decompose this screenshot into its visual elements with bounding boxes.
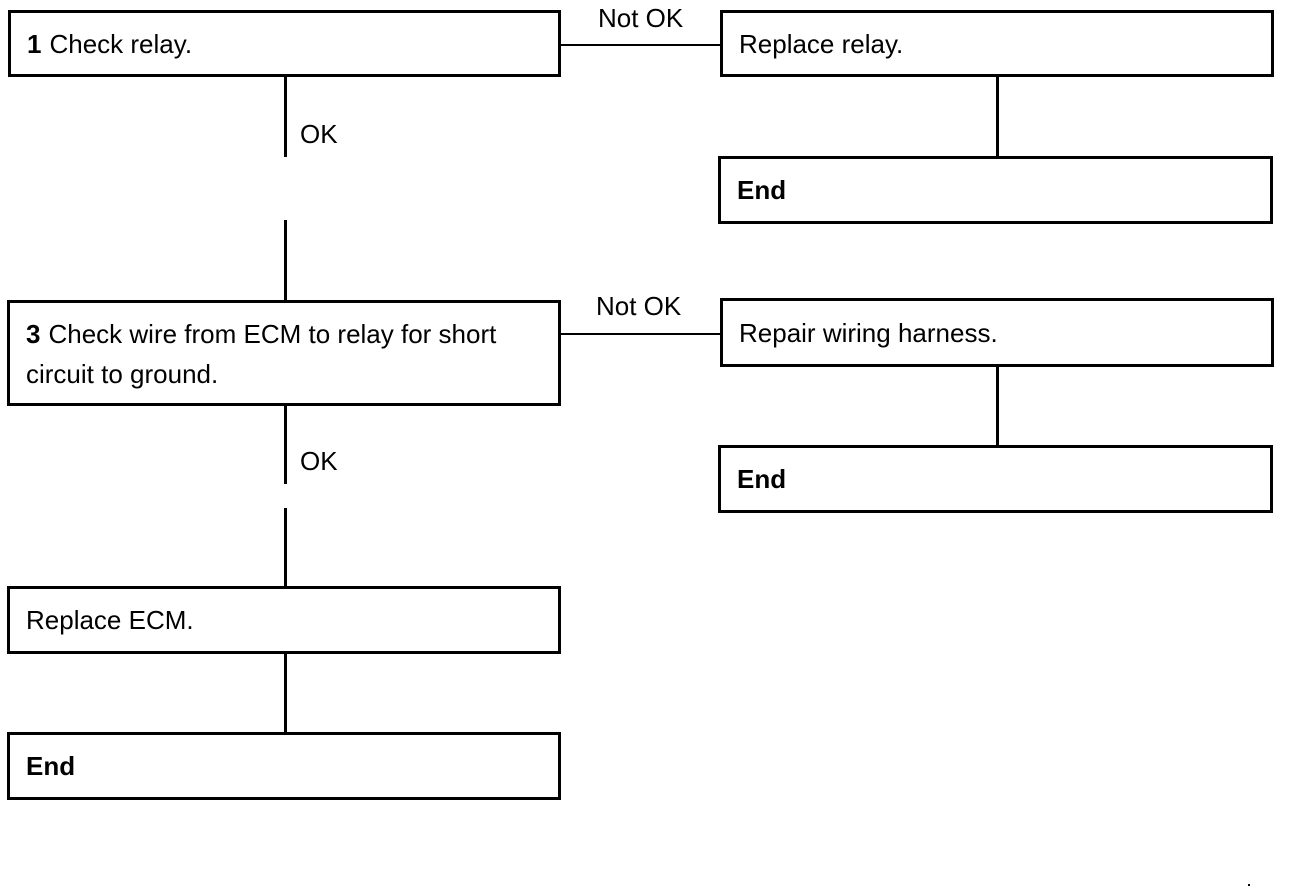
end-text-2: End [737, 464, 787, 494]
end-text-3: End [26, 751, 76, 781]
replace-relay-box: Replace relay. [720, 10, 1274, 77]
connector-replace-ecm-end [284, 654, 287, 733]
label-not-ok-step3: Not OK [596, 291, 682, 321]
end-text-1: End [737, 175, 787, 205]
step-3-text-line1: Check wire from ECM to relay for short [48, 319, 497, 349]
connector-step1-not-ok [561, 44, 721, 46]
connector-step1-ok-lower [284, 220, 287, 301]
replace-relay-text: Replace relay. [739, 28, 904, 59]
connector-replace-relay-end [996, 77, 999, 157]
connector-step3-ok-lower [284, 508, 287, 587]
end-box-2: End [718, 445, 1273, 513]
label-ok-step3: OK [300, 446, 338, 476]
replace-ecm-text: Replace ECM. [26, 605, 194, 635]
end-box-3: End [7, 732, 561, 800]
repair-wiring-text: Repair wiring harness. [739, 317, 998, 348]
scan-speck [1248, 884, 1250, 886]
label-not-ok-step1: Not OK [598, 3, 684, 33]
step-3-text-line2: circuit to ground. [26, 359, 219, 389]
step-1-number: 1 [27, 28, 42, 59]
connector-repair-wiring-end [996, 367, 999, 446]
repair-wiring-box: Repair wiring harness. [720, 298, 1274, 367]
connector-step3-not-ok [561, 333, 721, 335]
end-box-1: End [718, 156, 1273, 224]
connector-step1-ok-upper [284, 77, 287, 157]
step-3-number: 3 [26, 319, 41, 349]
connector-step3-ok-upper [284, 406, 287, 484]
step-1-text: Check relay. [49, 28, 193, 59]
replace-ecm-box: Replace ECM. [7, 586, 561, 654]
label-ok-step1: OK [300, 119, 338, 149]
